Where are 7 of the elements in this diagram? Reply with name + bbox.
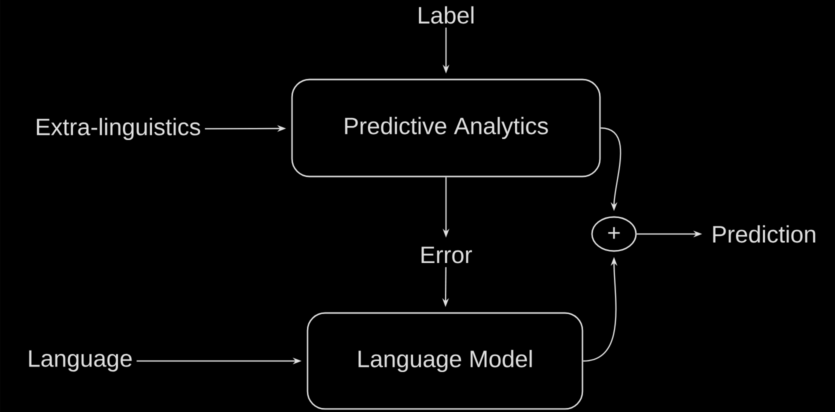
process-box: Predictive Analytics — [291, 78, 601, 178]
process-box: Language Model — [306, 312, 584, 410]
text-label: Prediction — [713, 225, 816, 243]
text-label: Extra-linguistics — [36, 118, 200, 140]
text-label: Error — [422, 246, 472, 264]
text-label: Label — [418, 6, 474, 24]
text-label: Language — [29, 350, 132, 372]
